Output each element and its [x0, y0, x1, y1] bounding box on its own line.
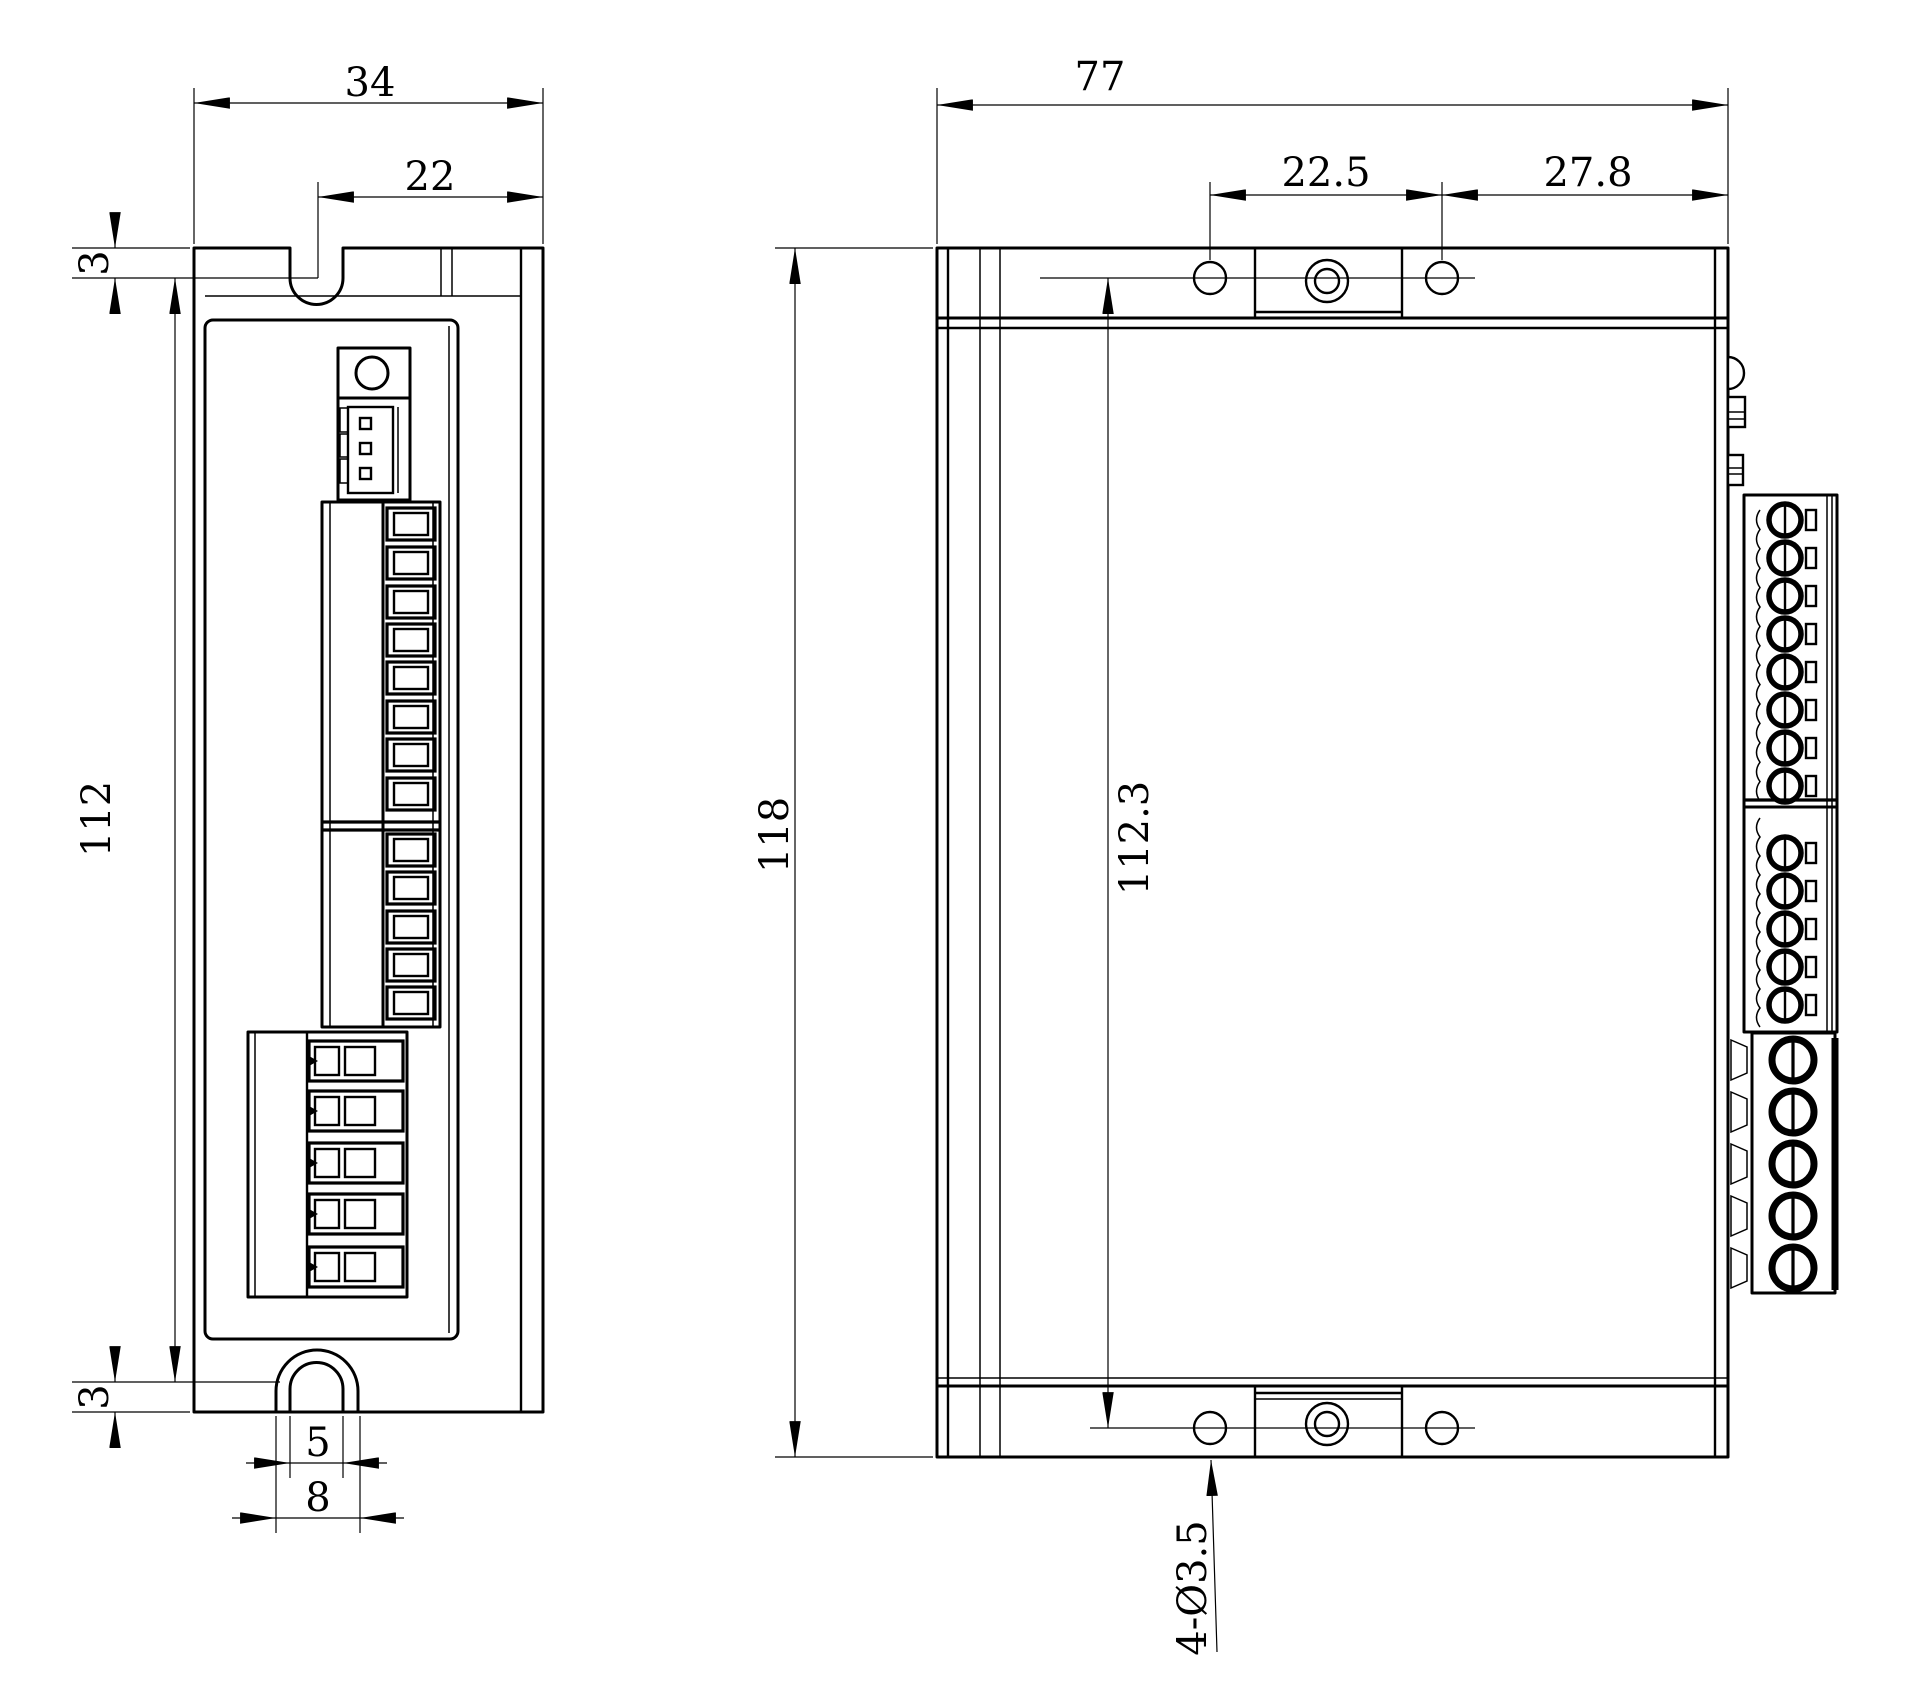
terminal-holes-upper	[385, 506, 437, 812]
dim-slot-offset-22: 22	[317, 154, 543, 278]
front-panel	[203, 318, 460, 1341]
mount-hole-bottom-right	[1424, 1410, 1460, 1446]
power-cell-2	[307, 1089, 405, 1133]
dim-slot-width-label: 5	[305, 1420, 330, 1466]
edge-features	[1726, 355, 1747, 487]
screw-terminal-5pos	[1742, 805, 1839, 1034]
dim-top-tab-label: 3	[72, 250, 118, 275]
side-body-outline	[935, 246, 1730, 1459]
pin-1	[358, 416, 373, 431]
bottom-counterbore-outer	[1304, 1401, 1350, 1447]
dim-hole-callout-label: 4-Ø3.5	[1170, 1520, 1216, 1655]
bottom-counterbore-inner	[1313, 1410, 1341, 1438]
side-view: 77 22.5 27.8 118 112.3 4-Ø3.5	[752, 54, 1839, 1656]
dim-top-tab-3: 3	[72, 212, 318, 314]
dim-hole-span-label: 112.3	[1112, 781, 1158, 896]
power-cell-3	[307, 1141, 405, 1185]
dim-height-label: 118	[752, 797, 798, 873]
dim-width-label: 34	[345, 60, 396, 106]
power-cell-4	[307, 1192, 405, 1236]
dim-depth-label: 77	[1075, 54, 1126, 100]
front-body-outline	[192, 246, 545, 1414]
screws-5pos	[1766, 834, 1818, 1024]
dim-hole-to-edge-label: 27.8	[1543, 150, 1632, 196]
pin-2	[358, 441, 373, 456]
mount-hole-bottom-left	[1192, 1410, 1228, 1446]
dim-bottom-tab-label: 3	[72, 1384, 118, 1409]
dim-slot-width-5: 5	[246, 1416, 387, 1478]
dim-hole-callout: 4-Ø3.5	[1170, 1459, 1218, 1656]
screws-8pos	[1766, 501, 1818, 805]
power-cell-1	[307, 1039, 405, 1083]
signal-terminal-strip	[320, 500, 442, 1029]
power-cell-5	[307, 1245, 405, 1289]
bottom-slot-arch	[274, 1348, 360, 1412]
top-mount-flange	[937, 248, 1728, 330]
edge-round-boss	[1726, 355, 1746, 391]
power-screw-block	[1730, 1031, 1839, 1295]
top-counterbore-inner	[1313, 267, 1341, 295]
pin-3	[358, 466, 373, 481]
top-counterbore-outer	[1304, 258, 1350, 304]
three-pin-connector	[336, 346, 412, 502]
mount-hole-top-right	[1424, 260, 1460, 296]
power-terminal-block	[246, 1030, 409, 1299]
dim-hole-pitch-label: 22.5	[1281, 150, 1370, 196]
dim-body-height-label: 112	[74, 781, 120, 857]
terminal-holes-lower	[385, 832, 437, 1021]
dim-bottom-tab-3: 3	[72, 1346, 280, 1448]
dim-width-34: 34	[193, 60, 544, 244]
bottom-mount-flange	[937, 1377, 1728, 1457]
dim-hole-span-112-3: 112.3	[1102, 278, 1158, 1428]
connector-round-hole	[354, 355, 390, 391]
screw-terminal-8pos	[1742, 493, 1839, 809]
dim-tab-width-8: 8	[232, 1416, 404, 1533]
mount-hole-top-left	[1192, 260, 1228, 296]
dim-height-118: 118	[752, 247, 933, 1458]
dim-hole-pitch-22-5: 22.5	[1209, 150, 1443, 260]
dim-hole-to-edge-27-8: 27.8	[1442, 150, 1728, 201]
dim-slot-offset-label: 22	[405, 154, 456, 200]
dim-depth-77: 77	[936, 54, 1729, 244]
dim-body-height-112: 112	[74, 278, 181, 1382]
power-screws	[1768, 1035, 1818, 1293]
power-block-wire-side	[1730, 1038, 1748, 1290]
front-view: 34 22 3 112 3	[72, 60, 545, 1533]
dim-tab-width-label: 8	[305, 1475, 330, 1521]
